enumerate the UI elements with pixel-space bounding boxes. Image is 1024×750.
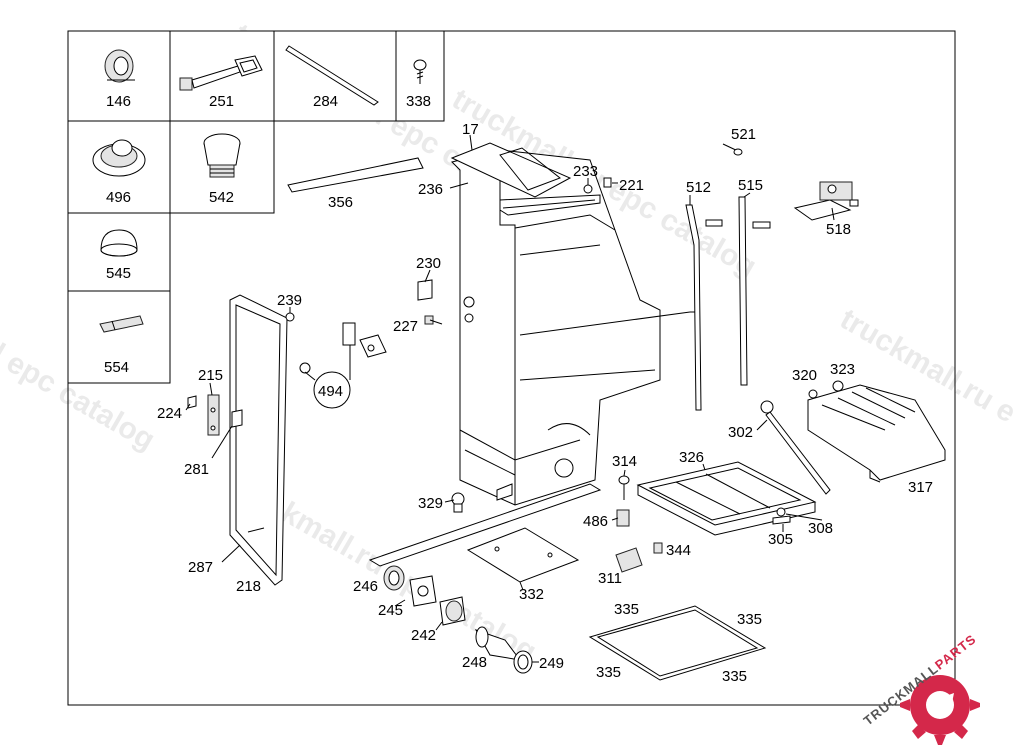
callout-494[interactable]: 494 bbox=[318, 383, 343, 400]
callout-281[interactable]: 281 bbox=[184, 461, 209, 478]
part-246-drawing bbox=[383, 565, 405, 591]
callout-233[interactable]: 233 bbox=[573, 163, 598, 180]
part-311-drawing bbox=[615, 547, 643, 573]
callout-236[interactable]: 236 bbox=[418, 181, 443, 198]
logo-text-parts: PARTS bbox=[932, 631, 979, 672]
part-512-drawing bbox=[685, 204, 723, 411]
callout-335[interactable]: 335 bbox=[614, 601, 639, 618]
part-317-drawing bbox=[807, 380, 946, 483]
part-521-drawing bbox=[722, 143, 743, 156]
callout-314[interactable]: 314 bbox=[612, 453, 637, 470]
leader-lines bbox=[185, 134, 835, 663]
callout-249[interactable]: 249 bbox=[539, 655, 564, 672]
small-parts-legend bbox=[67, 30, 445, 384]
callout-323[interactable]: 323 bbox=[830, 361, 855, 378]
callout-246[interactable]: 246 bbox=[353, 578, 378, 595]
part-518-drawing bbox=[793, 181, 859, 221]
part-542-drawing bbox=[203, 133, 241, 178]
part-344-drawing bbox=[653, 542, 663, 554]
callout-242[interactable]: 242 bbox=[411, 627, 436, 644]
part-494-drawing bbox=[299, 322, 387, 409]
legend-cell-251 bbox=[169, 30, 275, 122]
callout-215[interactable]: 215 bbox=[198, 367, 223, 384]
callout-146[interactable]: 146 bbox=[106, 93, 131, 110]
callout-486[interactable]: 486 bbox=[583, 513, 608, 530]
part-335-drawing bbox=[588, 605, 767, 681]
part-251-drawing bbox=[179, 55, 263, 91]
part-314-drawing bbox=[618, 475, 630, 500]
callout-320[interactable]: 320 bbox=[792, 367, 817, 384]
callout-332[interactable]: 332 bbox=[519, 586, 544, 603]
callout-356[interactable]: 356 bbox=[328, 194, 353, 211]
callout-308[interactable]: 308 bbox=[808, 520, 833, 537]
gear-logo-icon bbox=[900, 675, 980, 745]
part-233-drawing bbox=[583, 184, 593, 194]
part-215-drawing bbox=[187, 394, 243, 436]
part-545-drawing bbox=[100, 229, 138, 257]
part-249-drawing bbox=[513, 650, 533, 674]
callout-227[interactable]: 227 bbox=[393, 318, 418, 335]
callout-335[interactable]: 335 bbox=[737, 611, 762, 628]
part-338-drawing bbox=[413, 59, 427, 84]
callout-224[interactable]: 224 bbox=[157, 405, 182, 422]
callout-329[interactable]: 329 bbox=[418, 495, 443, 512]
part-515-drawing bbox=[738, 196, 771, 386]
legend-cell-554 bbox=[67, 290, 171, 384]
callout-521[interactable]: 521 bbox=[731, 126, 756, 143]
part-callout-labels: 146 251 284 338 496 542 545 554 17 233 2… bbox=[104, 93, 933, 685]
part-17-lid bbox=[450, 142, 601, 216]
part-218-drawing bbox=[229, 294, 295, 586]
callout-221[interactable]: 221 bbox=[619, 177, 644, 194]
callout-317[interactable]: 317 bbox=[908, 479, 933, 496]
callout-326[interactable]: 326 bbox=[679, 449, 704, 466]
part-486-drawing bbox=[616, 509, 630, 527]
base-panel bbox=[368, 483, 602, 567]
callout-17[interactable]: 17 bbox=[462, 121, 479, 138]
part-221-drawing bbox=[603, 177, 612, 188]
callout-496[interactable]: 496 bbox=[106, 189, 131, 206]
part-326-drawing bbox=[636, 461, 817, 536]
part-554-drawing bbox=[99, 315, 144, 333]
part-329-drawing bbox=[451, 492, 465, 513]
callout-335[interactable]: 335 bbox=[722, 668, 747, 685]
callout-545[interactable]: 545 bbox=[106, 265, 131, 282]
callout-302[interactable]: 302 bbox=[728, 424, 753, 441]
part-308-drawing bbox=[776, 507, 786, 517]
callout-218[interactable]: 218 bbox=[236, 578, 261, 595]
callout-284[interactable]: 284 bbox=[313, 93, 338, 110]
part-146-drawing bbox=[104, 49, 135, 83]
part-227-drawing bbox=[424, 313, 474, 325]
cabinet-housing bbox=[451, 149, 691, 506]
callout-245[interactable]: 245 bbox=[378, 602, 403, 619]
callout-344[interactable]: 344 bbox=[666, 542, 691, 559]
callout-251[interactable]: 251 bbox=[209, 93, 234, 110]
part-302-drawing bbox=[760, 400, 831, 495]
part-496-drawing bbox=[92, 139, 146, 177]
part-305-drawing bbox=[772, 515, 791, 525]
callout-248[interactable]: 248 bbox=[462, 654, 487, 671]
callout-230[interactable]: 230 bbox=[416, 255, 441, 272]
truckmall-parts-logo: TRUCKMALLPARTS bbox=[861, 631, 980, 745]
part-284-drawing bbox=[285, 45, 379, 106]
part-230-drawing bbox=[417, 279, 475, 308]
callout-287[interactable]: 287 bbox=[188, 559, 213, 576]
callout-554[interactable]: 554 bbox=[104, 359, 129, 376]
part-356-drawing bbox=[287, 157, 424, 193]
callout-512[interactable]: 512 bbox=[686, 179, 711, 196]
callout-515[interactable]: 515 bbox=[738, 177, 763, 194]
part-242-drawing bbox=[439, 596, 466, 626]
callout-305[interactable]: 305 bbox=[768, 531, 793, 548]
callout-542[interactable]: 542 bbox=[209, 189, 234, 206]
part-248-drawing bbox=[474, 626, 522, 661]
callout-335[interactable]: 335 bbox=[596, 664, 621, 681]
callout-311[interactable]: 311 bbox=[598, 570, 622, 587]
callout-338[interactable]: 338 bbox=[406, 93, 431, 110]
part-245-drawing bbox=[409, 575, 437, 607]
callout-239[interactable]: 239 bbox=[277, 292, 302, 309]
part-332-drawing bbox=[466, 527, 580, 583]
callout-518[interactable]: 518 bbox=[826, 221, 851, 238]
